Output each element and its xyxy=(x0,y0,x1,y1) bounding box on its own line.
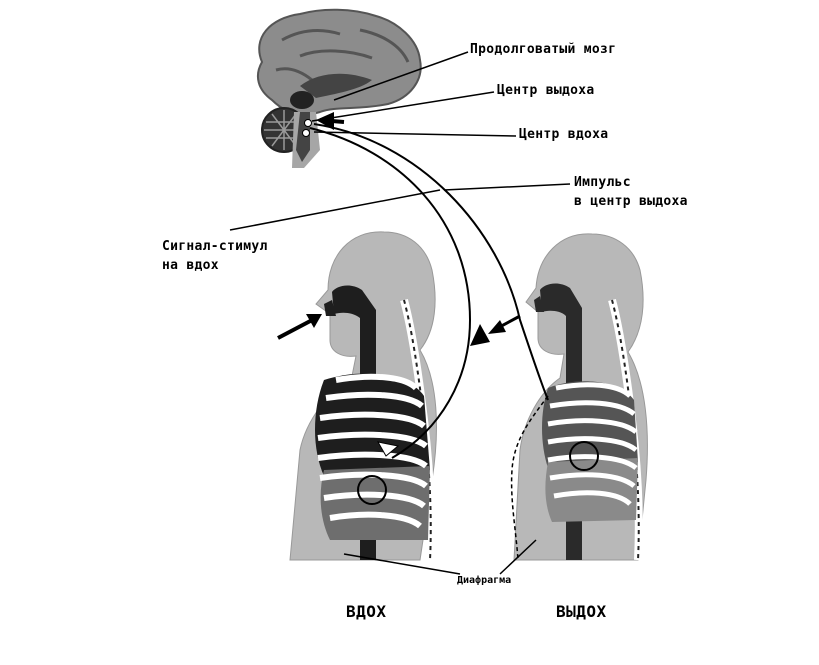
label-signal-line2: на вдох xyxy=(162,259,219,272)
label-impulse-line2: в центр выдоха xyxy=(574,195,688,208)
label-exhale: ВЫДОХ xyxy=(556,604,607,620)
label-inspiration-center: Центр вдоха xyxy=(519,128,608,141)
label-medulla: Продолговатый мозг xyxy=(470,43,616,56)
label-signal-line1: Сигнал-стимул xyxy=(162,240,268,253)
label-expiration-center: Центр выдоха xyxy=(497,84,595,97)
arrow-head-icon xyxy=(316,112,334,130)
body-inhale xyxy=(290,232,436,560)
body-exhale xyxy=(512,234,648,560)
impulse-arrow-icon xyxy=(470,324,490,346)
label-inhale: ВДОХ xyxy=(346,604,387,620)
inhale-air-arrow-icon xyxy=(278,314,322,338)
brain-illustration xyxy=(258,10,421,168)
label-diaphragm: Диафрагма xyxy=(457,576,511,586)
label-impulse-line1: Импульс xyxy=(574,176,631,189)
exhale-air-arrow-icon xyxy=(488,316,520,334)
